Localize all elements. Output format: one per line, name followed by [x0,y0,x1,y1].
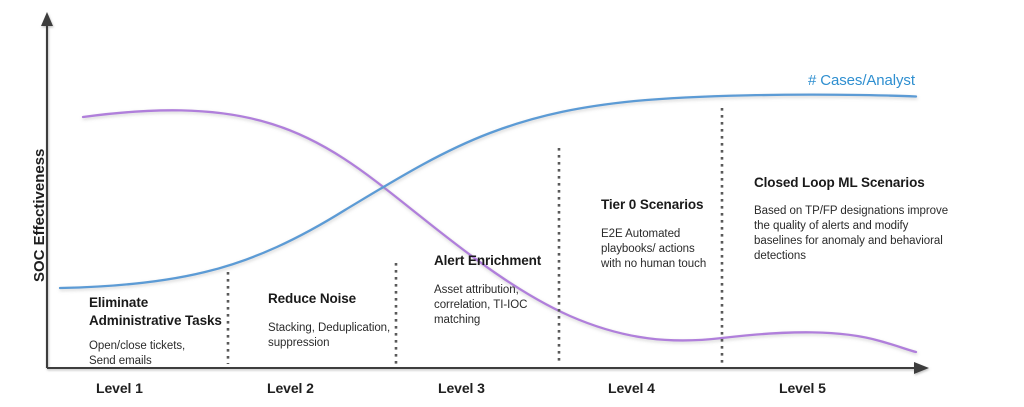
stage-title-level-1-line2: Administrative Tasks [89,313,222,328]
stage-desc-level-3-line3: matching [434,314,481,326]
stage-desc-level-5-line2: the quality of alerts and modify [754,220,909,232]
stage-desc-level-5-line3: baselines for anomaly and behavioral [754,235,943,247]
stage-desc-level-3-line1: Asset attribution, [434,284,519,296]
stage-desc-level-5-line4: detections [754,250,806,262]
x-tick-level-3: Level 3 [438,380,485,396]
stage-desc-level-4-line1: E2E Automated [601,228,681,240]
stage-dividers [226,108,724,364]
stage-desc-level-2-line1: Stacking, Deduplication, [268,322,391,334]
stage-desc-level-1-line2: Send emails [89,355,152,367]
stage-desc-level-1-line1: Open/close tickets, [89,340,186,352]
stage-desc-level-5-line1: Based on TP/FP designations improve [754,205,949,217]
stage-desc-level-4-line3: with no human touch [601,258,707,270]
soc-effectiveness-curve [81,109,918,354]
stage-desc-level-3-line2: correlation, TI-IOC [434,299,528,311]
stage-title-level-1-line1: Eliminate [89,295,149,310]
stage-desc-level-2-line2: suppression [268,337,330,349]
stage-desc-level-4-line2: playbooks/ actions [601,243,695,255]
stage-title-level-4-line1: Tier 0 Scenarios [601,197,704,212]
stage-title-level-3-line1: Alert Enrichment [434,253,542,268]
x-axis-line [47,362,929,374]
cases-per-analyst-curve [58,93,918,290]
legend-cases-per-analyst: # Cases/Analyst [808,72,915,89]
stage-title-level-5-line1: Closed Loop ML Scenarios [754,175,925,190]
y-axis-line [41,12,53,368]
x-tick-level-1: Level 1 [96,380,143,396]
x-tick-level-2: Level 2 [267,380,314,396]
stage-title-level-2-line1: Reduce Noise [268,291,357,306]
x-tick-level-4: Level 4 [608,380,655,396]
x-tick-level-5: Level 5 [779,380,826,396]
y-axis-label: SOC Effectiveness [31,148,48,282]
